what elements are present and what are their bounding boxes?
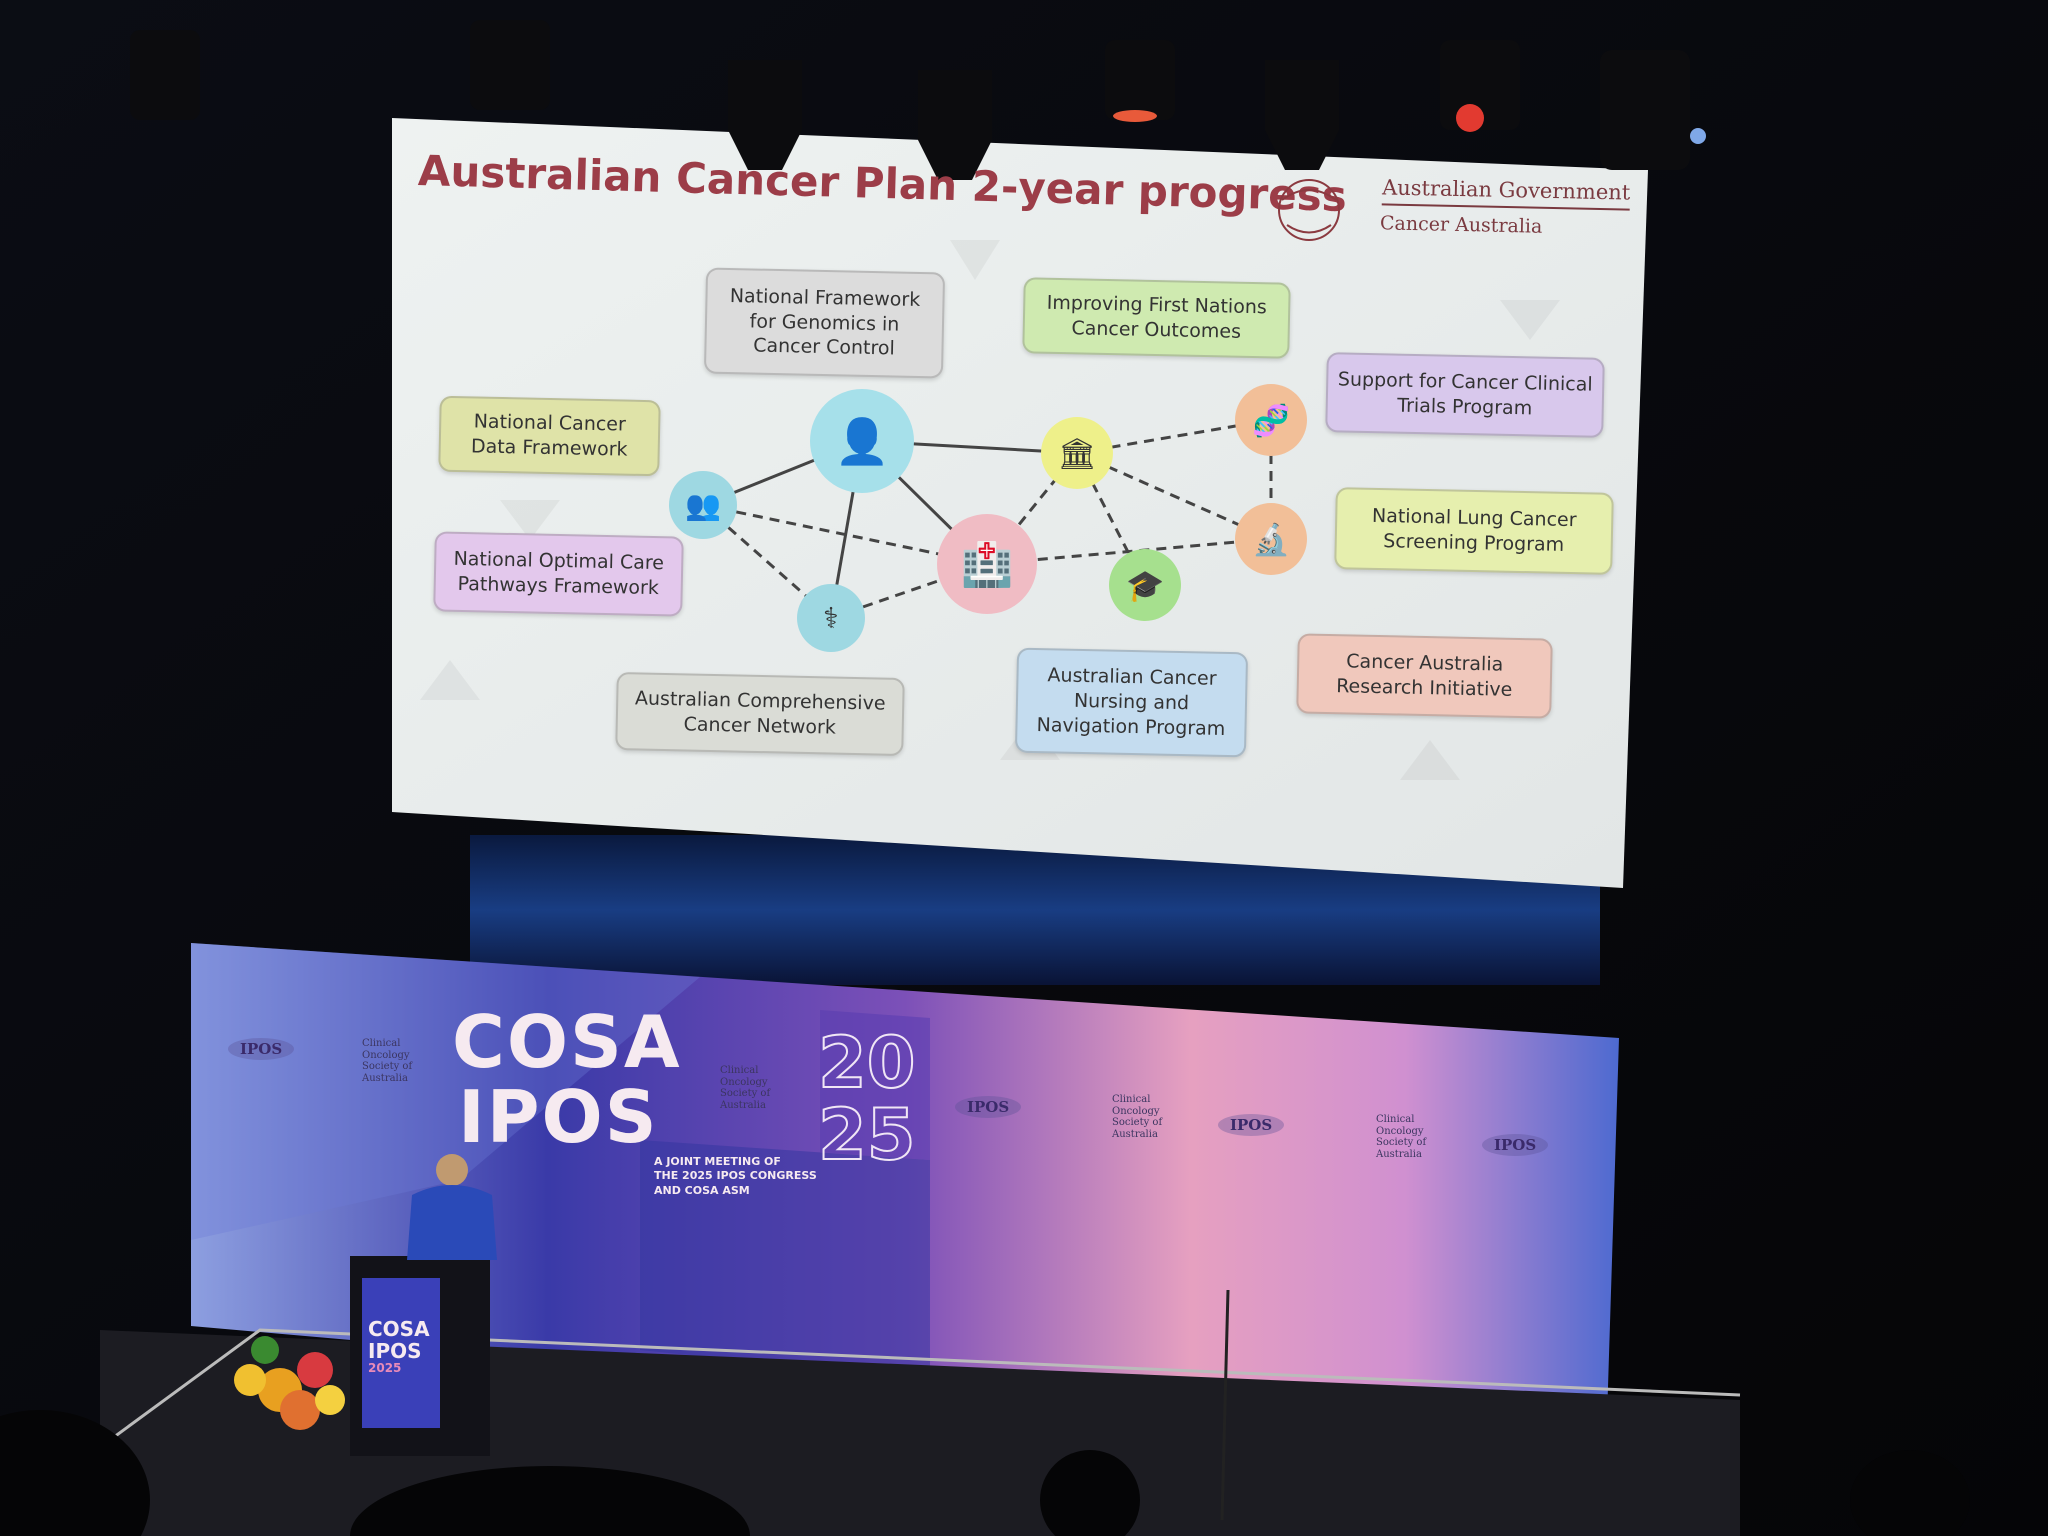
people-group-icon: 👥	[669, 471, 737, 539]
svg-text:🏥: 🏥	[961, 540, 1014, 590]
cosa-logo: Clinical Oncology Society of Australia	[1112, 1094, 1163, 1140]
joint-line-3: AND COSA ASM	[654, 1183, 750, 1197]
box-label: Cancer Australia Research Initiative	[1335, 650, 1513, 701]
graduation-cap-icon: 🎓	[1109, 549, 1181, 621]
cosa-logo: Clinical Oncology Society of Australia	[362, 1038, 413, 1084]
banner-joint-meeting: A JOINT MEETING OF THE 2025 IPOS CONGRES…	[654, 1155, 817, 1198]
comprehensive-network-box: Australian Comprehensive Cancer Network	[615, 671, 905, 757]
banner-panel	[640, 1140, 930, 1380]
svg-text:🏛: 🏛	[1058, 437, 1097, 472]
svg-text:👤: 👤	[834, 416, 889, 468]
box-label: Support for Cancer Clinical Trials Progr…	[1337, 368, 1593, 420]
svg-text:🎓: 🎓	[1126, 569, 1164, 604]
ipos-logo: IPOS	[1218, 1114, 1285, 1136]
box-label: National Framework for Genomics in Cance…	[729, 284, 921, 360]
joint-line-2: THE 2025 IPOS CONGRESS	[654, 1169, 817, 1183]
optimal-care-box: National Optimal Care Pathways Framework	[433, 531, 684, 617]
red-light	[1456, 104, 1484, 132]
nursing-navigation-box: Australian Cancer Nursing and Navigation…	[1014, 647, 1249, 758]
banner-year-top: 20	[817, 1021, 916, 1105]
cosa-logo: Clinical Oncology Society of Australia	[1376, 1114, 1427, 1160]
school-building-icon: 🏛	[1041, 417, 1113, 489]
svg-text:⚕: ⚕	[823, 601, 839, 635]
first-nations-box: Improving First Nations Cancer Outcomes	[1022, 277, 1291, 359]
box-label: National Lung Cancer Screening Program	[1371, 505, 1577, 556]
stage-lights	[130, 20, 1690, 180]
podium-ipos: IPOS	[368, 1339, 422, 1363]
banner-ipos: IPOS	[458, 1075, 659, 1159]
svg-text:🔬: 🔬	[1252, 521, 1290, 558]
audience-heads	[0, 1410, 1970, 1536]
speaker	[407, 1154, 497, 1260]
genomics-framework-box: National Framework for Genomics in Cance…	[703, 267, 946, 379]
banner-cosa: COSA	[452, 1000, 682, 1084]
podium-year: 2025	[368, 1361, 402, 1375]
hospital-icon: 🏥	[937, 514, 1037, 614]
mic-stand	[1220, 1289, 1230, 1521]
svg-text:🧬: 🧬	[1252, 402, 1290, 439]
nurse-icon: ⚕	[797, 584, 865, 652]
box-label: Improving First Nations Cancer Outcomes	[1046, 292, 1267, 343]
dna-icon: 🧬	[1235, 384, 1307, 456]
ipos-logo: IPOS	[228, 1038, 295, 1060]
svg-text:👥: 👥	[685, 488, 721, 522]
ipos-logo: IPOS	[955, 1096, 1022, 1118]
research-initiative-box: Cancer Australia Research Initiative	[1296, 633, 1553, 719]
podium	[350, 1256, 490, 1456]
joint-line-1: A JOINT MEETING OF	[654, 1155, 781, 1168]
box-label: National Cancer Data Framework	[470, 410, 628, 461]
ipos-logo: IPOS	[1482, 1134, 1549, 1156]
lung-screening-box: National Lung Cancer Screening Program	[1334, 487, 1614, 575]
banner-year-bottom: 25	[817, 1093, 916, 1177]
person-icon: 👤	[810, 389, 914, 493]
box-label: Australian Cancer Nursing and Navigation…	[1036, 664, 1226, 740]
cosa-logo: Clinical Oncology Society of Australia	[720, 1065, 771, 1111]
slide-triangle-pattern	[420, 240, 1560, 780]
logo-line-2: Cancer Australia	[1379, 212, 1543, 238]
logo-line-1: Australian Government	[1381, 175, 1631, 211]
scientist-icon: 🔬	[1235, 503, 1307, 575]
cancer-data-box: National Cancer Data Framework	[438, 395, 661, 477]
australian-government-logo	[1252, 170, 1367, 254]
clinical-trials-box: Support for Cancer Clinical Trials Progr…	[1325, 352, 1605, 438]
box-label: Australian Comprehensive Cancer Network	[634, 687, 886, 739]
coat-of-arms-icon	[1278, 179, 1340, 241]
podium-sign: COSA IPOS 2025	[368, 1318, 430, 1375]
flower-arrangement	[234, 1336, 345, 1430]
box-label: National Optimal Care Pathways Framework	[453, 548, 665, 600]
podium-cosa: COSA	[368, 1317, 430, 1341]
